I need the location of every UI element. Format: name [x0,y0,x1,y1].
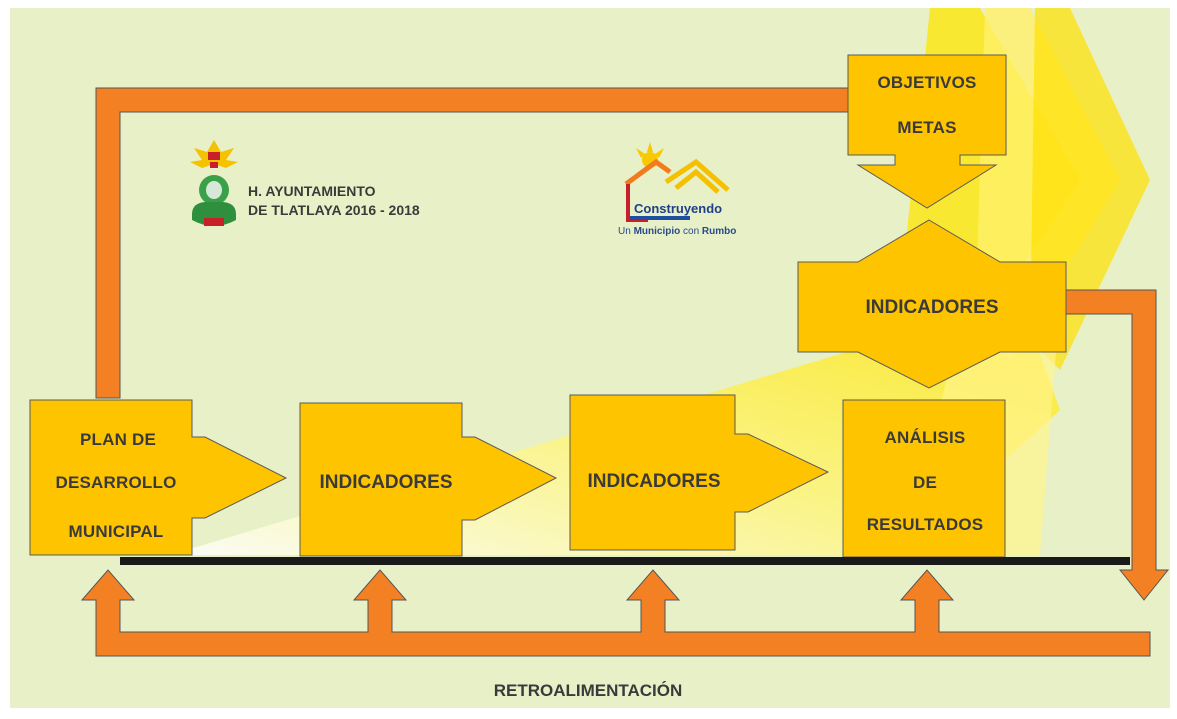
analisis-label-line3: RESULTADOS [867,515,984,534]
indicadores-1-node: INDICADORES [299,402,558,557]
objetivos-metas-node: OBJETIVOS METAS [847,54,1007,209]
plan-label-line2: DESARROLLO [56,473,177,492]
indicadores-1-label: INDICADORES [319,472,452,493]
analisis-node: ANÁLISIS DE RESULTADOS [842,399,1006,558]
feedback-loop [80,569,1151,657]
plan-node: PLAN DE DESARROLLO MUNICIPAL [29,399,288,556]
analisis-label-line1: ANÁLISIS [885,428,966,447]
indicadores-top-node: INDICADORES [797,219,1067,389]
feedback-label: RETROALIMENTACIÓN [494,681,683,700]
org-line1: H. AYUNTAMIENTO [248,183,376,199]
brand-word: Construyendo [634,201,722,216]
construyendo-logo: Construyendo Un Municipio con Rumbo [618,142,736,237]
plan-label-line1: PLAN DE [80,430,156,449]
org-line2: DE TLATLAYA 2016 - 2018 [248,202,420,218]
objetivos-label: OBJETIVOS [877,73,976,92]
indicadores-2-node: INDICADORES [569,394,830,551]
plan-label-line3: MUNICIPAL [69,522,164,541]
loop-arrow-right [1065,289,1170,601]
indicadores-2-label: INDICADORES [587,471,720,492]
metas-label: METAS [897,118,956,137]
baseline-bar [120,557,1130,565]
municipal-crest-logo [190,140,238,226]
analisis-label-line2: DE [913,473,937,492]
indicadores-top-label: INDICADORES [865,297,998,318]
brand-tagline: Un Municipio con Rumbo [618,226,736,237]
